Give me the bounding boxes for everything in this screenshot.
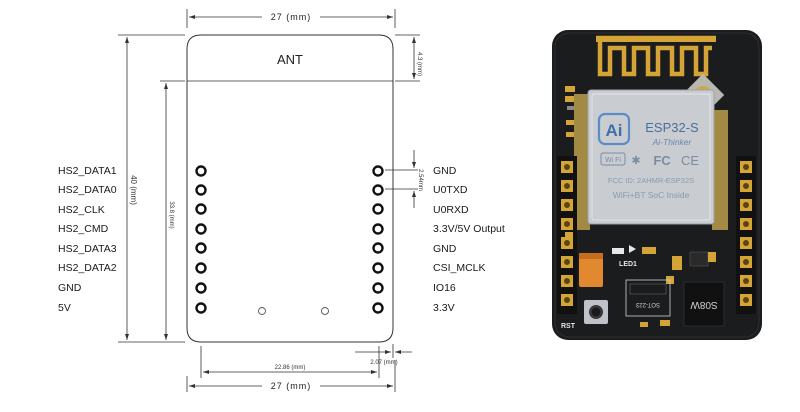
right-header	[736, 156, 756, 314]
pin-label: GND	[433, 165, 457, 177]
pin-hole	[195, 242, 207, 254]
module-name: ESP32-S	[645, 120, 699, 135]
dim-pin-span: 22.86 (mm)	[200, 346, 380, 378]
dim-right-offset-label: 2.07 (mm)	[370, 360, 397, 366]
mount-hole	[258, 307, 266, 315]
dim-left-inner: 33.8 (mm)	[160, 80, 185, 340]
pin-hole	[372, 242, 384, 254]
dim-left-outer: 40 (mm)	[118, 34, 185, 343]
pin-hole	[195, 203, 207, 215]
dim-left-outer-label: 40 (mm)	[129, 175, 138, 205]
wifi-mark: Wi Fi	[605, 157, 621, 164]
pin-hole	[195, 262, 207, 274]
bluetooth-icon: ✱	[631, 155, 640, 167]
dim-bottom: 27 (mm)	[186, 360, 396, 392]
pcb-antenna	[596, 35, 716, 77]
pin-label: U0RXD	[433, 204, 469, 216]
tantalum-cap	[579, 253, 603, 287]
right-pin-labels: GND U0TXD U0RXD 3.3V/5V Output GND CSI_M…	[433, 165, 505, 314]
rst-label: RST	[561, 323, 576, 330]
pin-label: HS2_DATA2	[58, 262, 117, 274]
esp32-module: Ai ESP32-S Ai-Thinker Wi Fi ✱ FC CE FCC …	[574, 89, 728, 230]
regulator-s08w: S08W	[683, 281, 725, 327]
led-label: LED1	[619, 261, 637, 268]
sot223-label: SOT-223	[635, 301, 660, 307]
pin-hole	[195, 184, 207, 196]
pin-label: HS2_DATA0	[58, 184, 117, 196]
pin-hole	[372, 282, 384, 294]
dim-left-inner-label: 33.8 (mm)	[168, 201, 174, 228]
dim-pitch-label: 2.54mm	[417, 169, 423, 191]
left-pin-holes	[195, 165, 207, 314]
fcc-id: FCC ID: 2AHMR-ESP32S	[608, 176, 694, 185]
pin-hole	[372, 262, 384, 274]
pin-label: HS2_DATA1	[58, 165, 117, 177]
module-maker: Ai-Thinker	[652, 137, 693, 147]
dim-top-label: 27 (mm)	[271, 12, 312, 22]
fc-mark: FC	[653, 153, 671, 168]
pin-label: 3.3V	[433, 302, 455, 314]
pin-label: GND	[433, 243, 457, 255]
right-pin-holes	[372, 165, 384, 314]
pin-label: HS2_CMD	[58, 223, 109, 235]
module-brand: Ai	[606, 121, 623, 140]
pin-label: GND	[58, 282, 82, 294]
technical-drawing: 27 (mm) ANT 40 (mm) 33.8 (mm)	[58, 9, 505, 392]
dim-pin-span-label: 22.86 (mm)	[275, 365, 306, 371]
pin-hole	[195, 165, 207, 177]
pin-hole	[372, 165, 384, 177]
dim-right-offset: 2.07 (mm)	[355, 344, 412, 366]
dim-right-ant: 4.3 (mm)	[395, 34, 422, 82]
dim-right-ant-label: 4.3 (mm)	[416, 52, 422, 76]
pin-label: 3.3V/5V Output	[433, 223, 505, 235]
pin-hole	[372, 184, 384, 196]
mount-hole	[321, 307, 329, 315]
antenna-label: ANT	[277, 52, 303, 67]
pin-hole	[372, 203, 384, 215]
pin-label: CSI_MCLK	[433, 262, 486, 274]
pin-label: 5V	[58, 302, 71, 314]
led-area: LED1	[612, 245, 656, 268]
reset-button: RST	[561, 300, 608, 330]
ce-mark: CE	[681, 153, 699, 168]
pin-hole	[195, 282, 207, 294]
board-outline	[186, 34, 394, 343]
pin-hole	[372, 223, 384, 235]
pin-label: HS2_CLK	[58, 204, 105, 216]
soc-text: WiFi+BT SoC Inside	[613, 190, 690, 200]
pin-hole	[372, 302, 384, 314]
pin-label: U0TXD	[433, 184, 468, 196]
sot223: SOT-223	[625, 279, 671, 317]
pin-label: IO16	[433, 282, 456, 294]
pin-hole	[195, 223, 207, 235]
pin-hole	[195, 302, 207, 314]
pin-label: HS2_DATA3	[58, 243, 117, 255]
dim-bottom-label: 27 (mm)	[271, 381, 312, 391]
dim-pitch: 2.54mm	[385, 150, 423, 208]
board-photo: Ai ESP32-S Ai-Thinker Wi Fi ✱ FC CE FCC …	[552, 30, 762, 340]
left-pin-labels: HS2_DATA1 HS2_DATA0 HS2_CLK HS2_CMD HS2_…	[58, 165, 117, 314]
s08w-label: S08W	[690, 299, 718, 310]
dim-top: 27 (mm)	[186, 9, 396, 28]
